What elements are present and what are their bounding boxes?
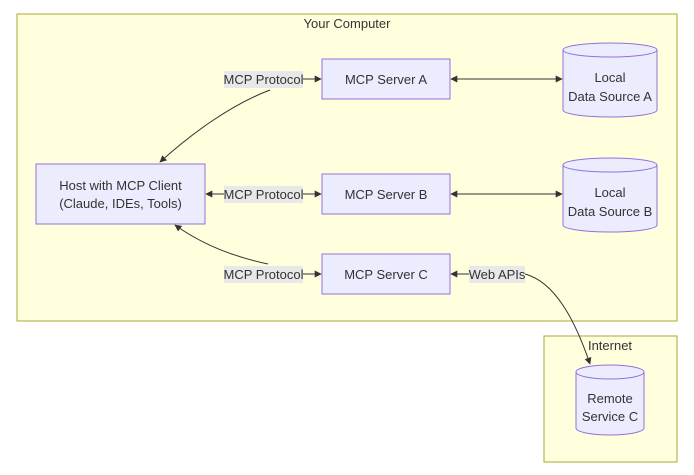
node-source-b-line1: Local [594,185,625,200]
node-local-data-source-b[interactable]: Local Data Source B [562,157,658,233]
cluster-internet-box [543,335,678,463]
edge-label-host-c-text: MCP Protocol [224,267,304,282]
edge-host-server-c-curve [174,224,269,265]
cluster-internet-title: Internet [588,338,632,353]
node-host-line2: (Claude, IDEs, Tools) [59,196,182,211]
edge-label-host-b-bg [224,186,303,203]
node-server-c-label: MCP Server C [344,267,428,282]
node-remote-service-c[interactable]: Remote Service C [575,364,645,436]
node-server-b[interactable]: MCP Server B [321,173,451,215]
edge-label-host-b-text: MCP Protocol [224,187,304,202]
edge-label-host-c: MCP Protocol [224,266,304,283]
node-server-b-label: MCP Server B [345,187,428,202]
node-server-c-box[interactable] [321,253,451,295]
edge-label-web-apis-bg [469,266,525,283]
node-host-line1: Host with MCP Client [59,178,182,193]
node-server-a-box[interactable] [321,58,451,100]
node-remote-c-line2: Service C [582,409,638,424]
cylinder-c-body[interactable] [575,372,645,436]
node-server-b-box[interactable] [321,173,451,215]
node-source-a-line1: Local [594,70,625,85]
edge-label-host-a-bg [224,71,303,88]
edge-label-web-apis-text: Web APIs [469,267,526,282]
node-local-data-source-a[interactable]: Local Data Source A [562,42,658,118]
edge-label-host-b: MCP Protocol [224,186,304,203]
edge-label-host-a-text: MCP Protocol [224,72,304,87]
node-server-c[interactable]: MCP Server C [321,253,451,295]
cylinder-c-top [575,364,645,380]
cylinder-a-top [562,42,658,58]
node-host-box[interactable] [35,163,206,225]
node-server-a[interactable]: MCP Server A [321,58,451,100]
edges [159,75,592,365]
cluster-internet: Internet [543,335,678,463]
node-host[interactable]: Host with MCP Client (Claude, IDEs, Tool… [35,163,206,225]
cylinder-a-body[interactable] [562,50,658,118]
edge-label-host-c-bg [224,266,303,283]
node-source-b-line2: Data Source B [568,204,653,219]
edge-host-server-a-curve [159,89,271,163]
node-server-a-label: MCP Server A [345,72,427,87]
node-source-a-line2: Data Source A [568,89,652,104]
cylinder-b-body[interactable] [562,165,658,233]
cluster-your-computer-title: Your Computer [304,16,392,31]
cylinder-b-top [562,157,658,173]
edge-label-web-apis: Web APIs [469,266,526,283]
edge-server-c-web-curve [524,273,592,365]
node-remote-c-line1: Remote [587,391,633,406]
edge-label-host-a: MCP Protocol [224,71,304,88]
